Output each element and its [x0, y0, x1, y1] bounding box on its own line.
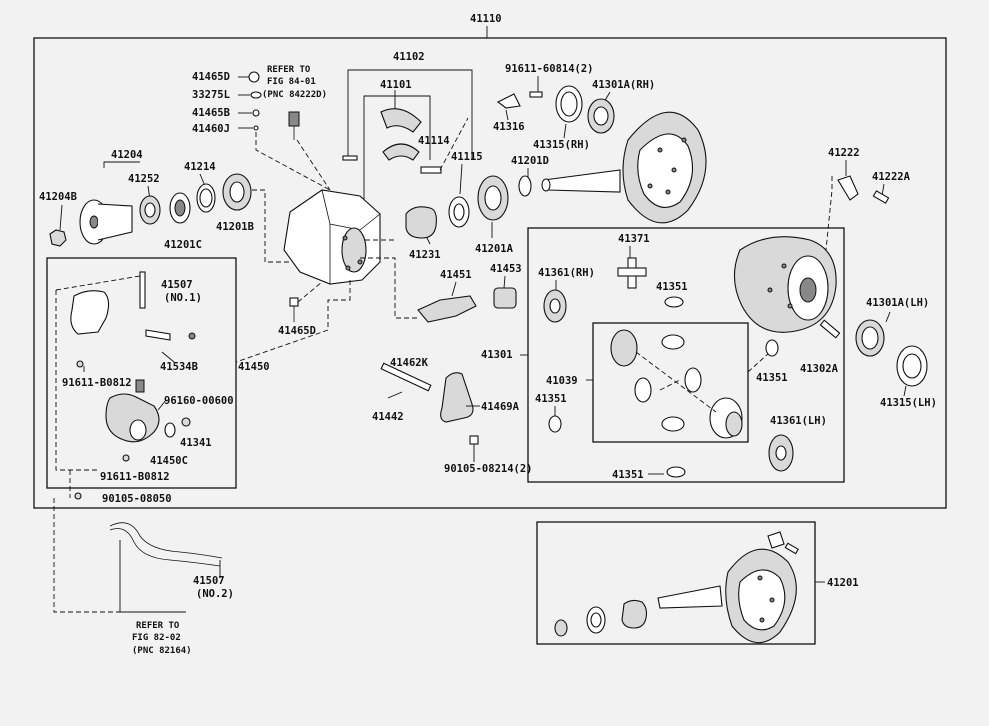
label-41462K: 41462K [390, 357, 429, 369]
label-41204: 41204 [111, 149, 143, 161]
main-assembly-frame [33, 37, 947, 509]
label-41204B: 41204B [39, 191, 77, 203]
label-41442: 41442 [372, 411, 404, 423]
label-41465D-top: 41465D [192, 71, 230, 83]
label-41507-no1-suffix: (NO.1) [164, 292, 202, 304]
label-41115: 41115 [451, 151, 483, 163]
bearing-cap [380, 108, 422, 133]
label-41371: 41371 [618, 233, 650, 245]
label-41214: 41214 [184, 161, 216, 173]
label-41301: 41301 [481, 349, 513, 361]
label-41315-RH: 41315(RH) [533, 139, 590, 151]
label-33275L: 33275L [192, 89, 230, 101]
clutch-sleeve [493, 287, 517, 309]
label-41351-d: 41351 [612, 469, 644, 481]
wire-bracket [70, 290, 110, 335]
label-41316: 41316 [493, 121, 525, 133]
actuator-lever [440, 372, 474, 423]
label-91611-60814: 91611-60814(2) [505, 63, 594, 75]
differential-gears-subframe [592, 322, 749, 443]
companion-flange-nut [49, 229, 67, 247]
label-41351-a: 41351 [656, 281, 688, 293]
shift-fork [417, 295, 477, 323]
label-41301A-LH: 41301A(LH) [866, 297, 929, 309]
adjusting-nut-lock [496, 93, 521, 109]
label-41039: 41039 [546, 375, 578, 387]
label-41315-LH: 41315(LH) [880, 397, 937, 409]
label-90105-08050: 90105-08050 [102, 493, 172, 505]
label-41101: 41101 [380, 79, 412, 91]
label-41453: 41453 [490, 263, 522, 275]
label-41102: 41102 [393, 51, 425, 63]
wire-harness-41507 [139, 271, 146, 309]
label-41351-c: 41351 [756, 372, 788, 384]
label-41460J: 41460J [192, 123, 230, 135]
ring-pinion-kit-frame [536, 521, 816, 645]
vent-plug [288, 111, 300, 127]
label-41231: 41231 [409, 249, 441, 261]
label-91611-B0812-a: 91611-B0812 [62, 377, 132, 389]
label-41534B: 41534B [160, 361, 198, 373]
pin [342, 155, 358, 161]
kit-nut [554, 619, 568, 637]
label-91611-B0812-b: 91611-B0812 [100, 471, 170, 483]
label-41469A: 41469A [481, 401, 520, 413]
label-41114: 41114 [418, 135, 450, 147]
label-41465B: 41465B [192, 107, 230, 119]
drive-pinion [543, 169, 621, 193]
lock-plate [837, 175, 859, 201]
label-41222A: 41222A [872, 171, 911, 183]
note-ref1-line2: FIG 84-01 [267, 77, 316, 87]
label-41201: 41201 [827, 577, 859, 589]
label-41507-no1: 41507 [161, 279, 193, 291]
label-41110: 41110 [470, 13, 502, 25]
label-41451: 41451 [440, 269, 472, 281]
label-41361-RH: 41361(RH) [538, 267, 595, 279]
collapsible-spacer [405, 206, 437, 239]
label-41351-b: 41351 [535, 393, 567, 405]
side-gear-left [610, 329, 638, 367]
label-41301A-RH: 41301A(RH) [592, 79, 655, 91]
label-41222: 41222 [828, 147, 860, 159]
shift-rod [380, 362, 432, 392]
label-41252: 41252 [128, 173, 160, 185]
label-41201C: 41201C [164, 239, 202, 251]
kit-pinion [657, 585, 723, 609]
label-41507-no2-suffix: (NO.2) [196, 588, 234, 600]
label-90105-08214: 90105-08214(2) [444, 463, 533, 475]
label-41450: 41450 [238, 361, 270, 373]
kit-spacer [621, 599, 648, 629]
note-ref2-line2: FIG 82-02 [132, 633, 181, 643]
note-ref2-line3: (PNC 82164) [132, 646, 192, 656]
note-ref1-line3: (PNC 84222D) [262, 90, 327, 100]
label-41302A: 41302A [800, 363, 839, 375]
note-refer-fig-84-01: REFER TO [267, 65, 311, 75]
differential-carrier [283, 189, 381, 285]
label-41201D: 41201D [511, 155, 549, 167]
wire-harness-41507-no2 [109, 522, 223, 559]
note-refer-fig-82-02: REFER TO [136, 621, 180, 631]
label-41450C: 41450C [150, 455, 188, 467]
spider-41371 [617, 257, 647, 289]
label-41361-LH: 41361(LH) [770, 415, 827, 427]
label-41201B: 41201B [216, 221, 254, 233]
label-41465D-mid: 41465D [278, 325, 316, 337]
label-96160-00600: 96160-00600 [164, 395, 234, 407]
wiring-subframe [46, 257, 237, 489]
label-41507-no2: 41507 [193, 575, 225, 587]
label-41201A: 41201A [475, 243, 514, 255]
label-41341: 41341 [180, 437, 212, 449]
